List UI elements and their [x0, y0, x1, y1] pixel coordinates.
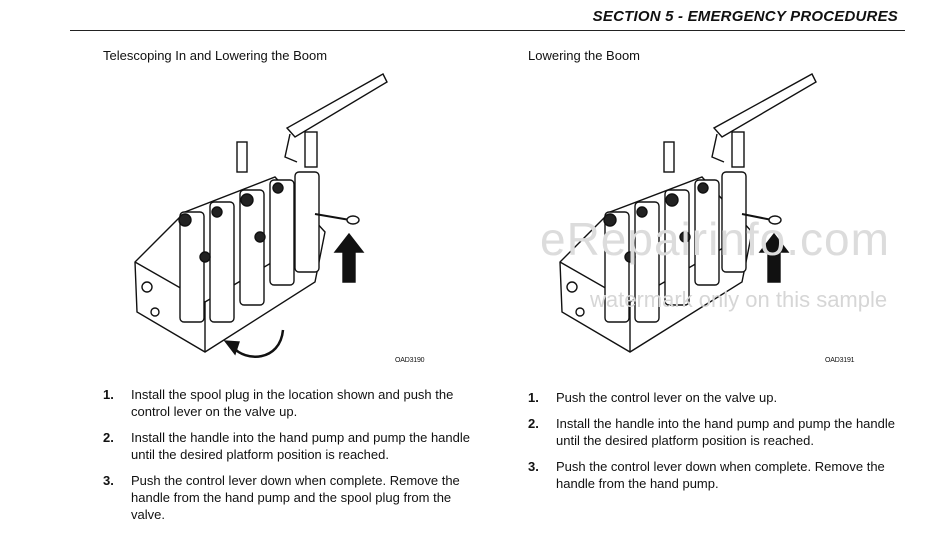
watermark-site: eRepairinfo.com	[540, 213, 890, 265]
watermark-note: watermark only on this sample	[590, 287, 888, 312]
section-header: SECTION 5 - EMERGENCY PROCEDURES	[592, 8, 898, 25]
step-text: Push the control lever down when complet…	[556, 459, 885, 491]
list-item: 2. Install the handle into the hand pump …	[528, 415, 898, 449]
step-text: Install the handle into the hand pump an…	[131, 430, 470, 462]
step-text: Push the control lever on the valve up.	[556, 390, 778, 405]
step-number: 1.	[103, 387, 114, 402]
step-number: 3.	[103, 473, 114, 488]
step-text: Install the handle into the hand pump an…	[556, 416, 895, 448]
right-figure-caption: OAD3191	[825, 357, 855, 364]
right-section-title: Lowering the Boom	[528, 48, 641, 63]
step-number: 2.	[528, 416, 539, 431]
list-item: 1. Push the control lever on the valve up…	[528, 389, 898, 406]
list-item: 3. Push the control lever down when compl…	[528, 458, 898, 492]
step-number: 3.	[528, 459, 539, 474]
left-section-title: Telescoping In and Lowering the Boom	[103, 48, 328, 63]
step-text: Install the spool plug in the location s…	[131, 387, 454, 419]
left-steps-list: 1. Install the spool plug in the location…	[103, 386, 483, 532]
valve-diagram-telescoping	[125, 62, 430, 370]
valve-diagram-lowering	[550, 62, 860, 370]
left-figure-caption: OAD3190	[395, 357, 425, 364]
step-text: Push the control lever down when complet…	[131, 473, 460, 522]
right-steps-list: 1. Push the control lever on the valve up…	[528, 389, 898, 501]
list-item: 2. Install the handle into the hand pump …	[103, 429, 483, 463]
step-number: 1.	[528, 390, 539, 405]
list-item: 1. Install the spool plug in the location…	[103, 386, 483, 420]
list-item: 3. Push the control lever down when compl…	[103, 472, 483, 523]
header-rule	[70, 30, 905, 31]
step-number: 2.	[103, 430, 114, 445]
